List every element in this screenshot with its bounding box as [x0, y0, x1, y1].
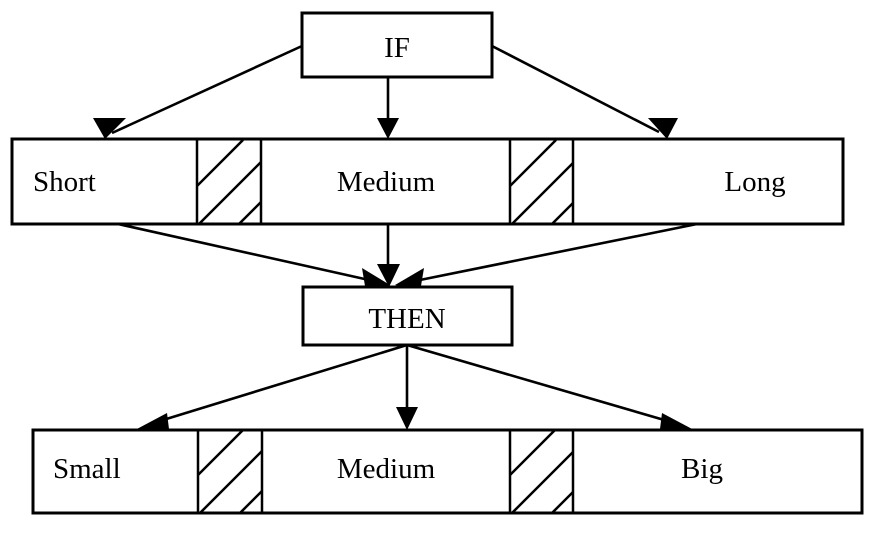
antecedent-bar-rect	[10, 137, 845, 226]
consequent-overlap-cell-2	[511, 431, 572, 512]
hatch-stroke	[511, 162, 572, 223]
if-right-arrowhead-icon	[648, 118, 678, 139]
if-right-connector-line	[491, 44, 660, 134]
antecedent-bar: Short Medium Long	[10, 137, 845, 226]
consequent-bar-rect	[31, 428, 864, 515]
then-box-label: THEN	[368, 303, 445, 335]
if-box-rect	[300, 11, 494, 79]
then-left-out-connector-line	[149, 343, 408, 426]
antecedent-term-medium: Medium	[337, 166, 436, 198]
antecedent-term-short: Short	[33, 166, 96, 198]
then-box: THEN	[301, 285, 514, 347]
consequent-term-big: Big	[681, 453, 723, 485]
if-box-label: IF	[384, 32, 410, 64]
consequent-overlap-cell-1	[199, 431, 261, 512]
consequent-term-small: Small	[53, 453, 121, 485]
hatch-stroke	[198, 161, 260, 223]
then-center-arrowhead-icon	[377, 264, 400, 287]
if-left-connector-line	[111, 44, 303, 135]
hatch-stroke	[198, 140, 244, 187]
consequent-bar: Small Medium Big	[31, 428, 864, 515]
antecedent-to-then-connectors	[117, 222, 698, 292]
hatch-stroke	[511, 431, 556, 476]
hatch-stroke	[511, 451, 572, 512]
hatch-stroke	[239, 490, 261, 512]
if-to-antecedent-connectors	[93, 44, 678, 139]
consequent-term-medium: Medium	[337, 453, 436, 485]
hatch-stroke	[199, 450, 261, 512]
then-right-connector-line	[409, 222, 698, 284]
hatch-stroke	[511, 140, 557, 187]
then-right-out-connector-line	[406, 343, 679, 426]
antecedent-term-long: Long	[724, 166, 785, 198]
hatch-stroke	[551, 202, 572, 223]
then-left-connector-line	[117, 222, 379, 284]
then-center-out-arrowhead-icon	[396, 407, 418, 430]
antecedent-overlap-cell-1	[198, 140, 260, 223]
hatch-stroke	[238, 201, 260, 223]
if-box: IF	[300, 11, 494, 79]
hatch-stroke	[199, 431, 244, 476]
antecedent-overlap-cell-2	[511, 140, 572, 223]
then-to-consequent-connectors	[135, 343, 694, 437]
if-center-arrowhead-icon	[377, 118, 399, 139]
if-left-arrowhead-icon	[93, 118, 126, 139]
then-box-rect	[301, 285, 514, 347]
hatch-stroke	[551, 491, 572, 512]
